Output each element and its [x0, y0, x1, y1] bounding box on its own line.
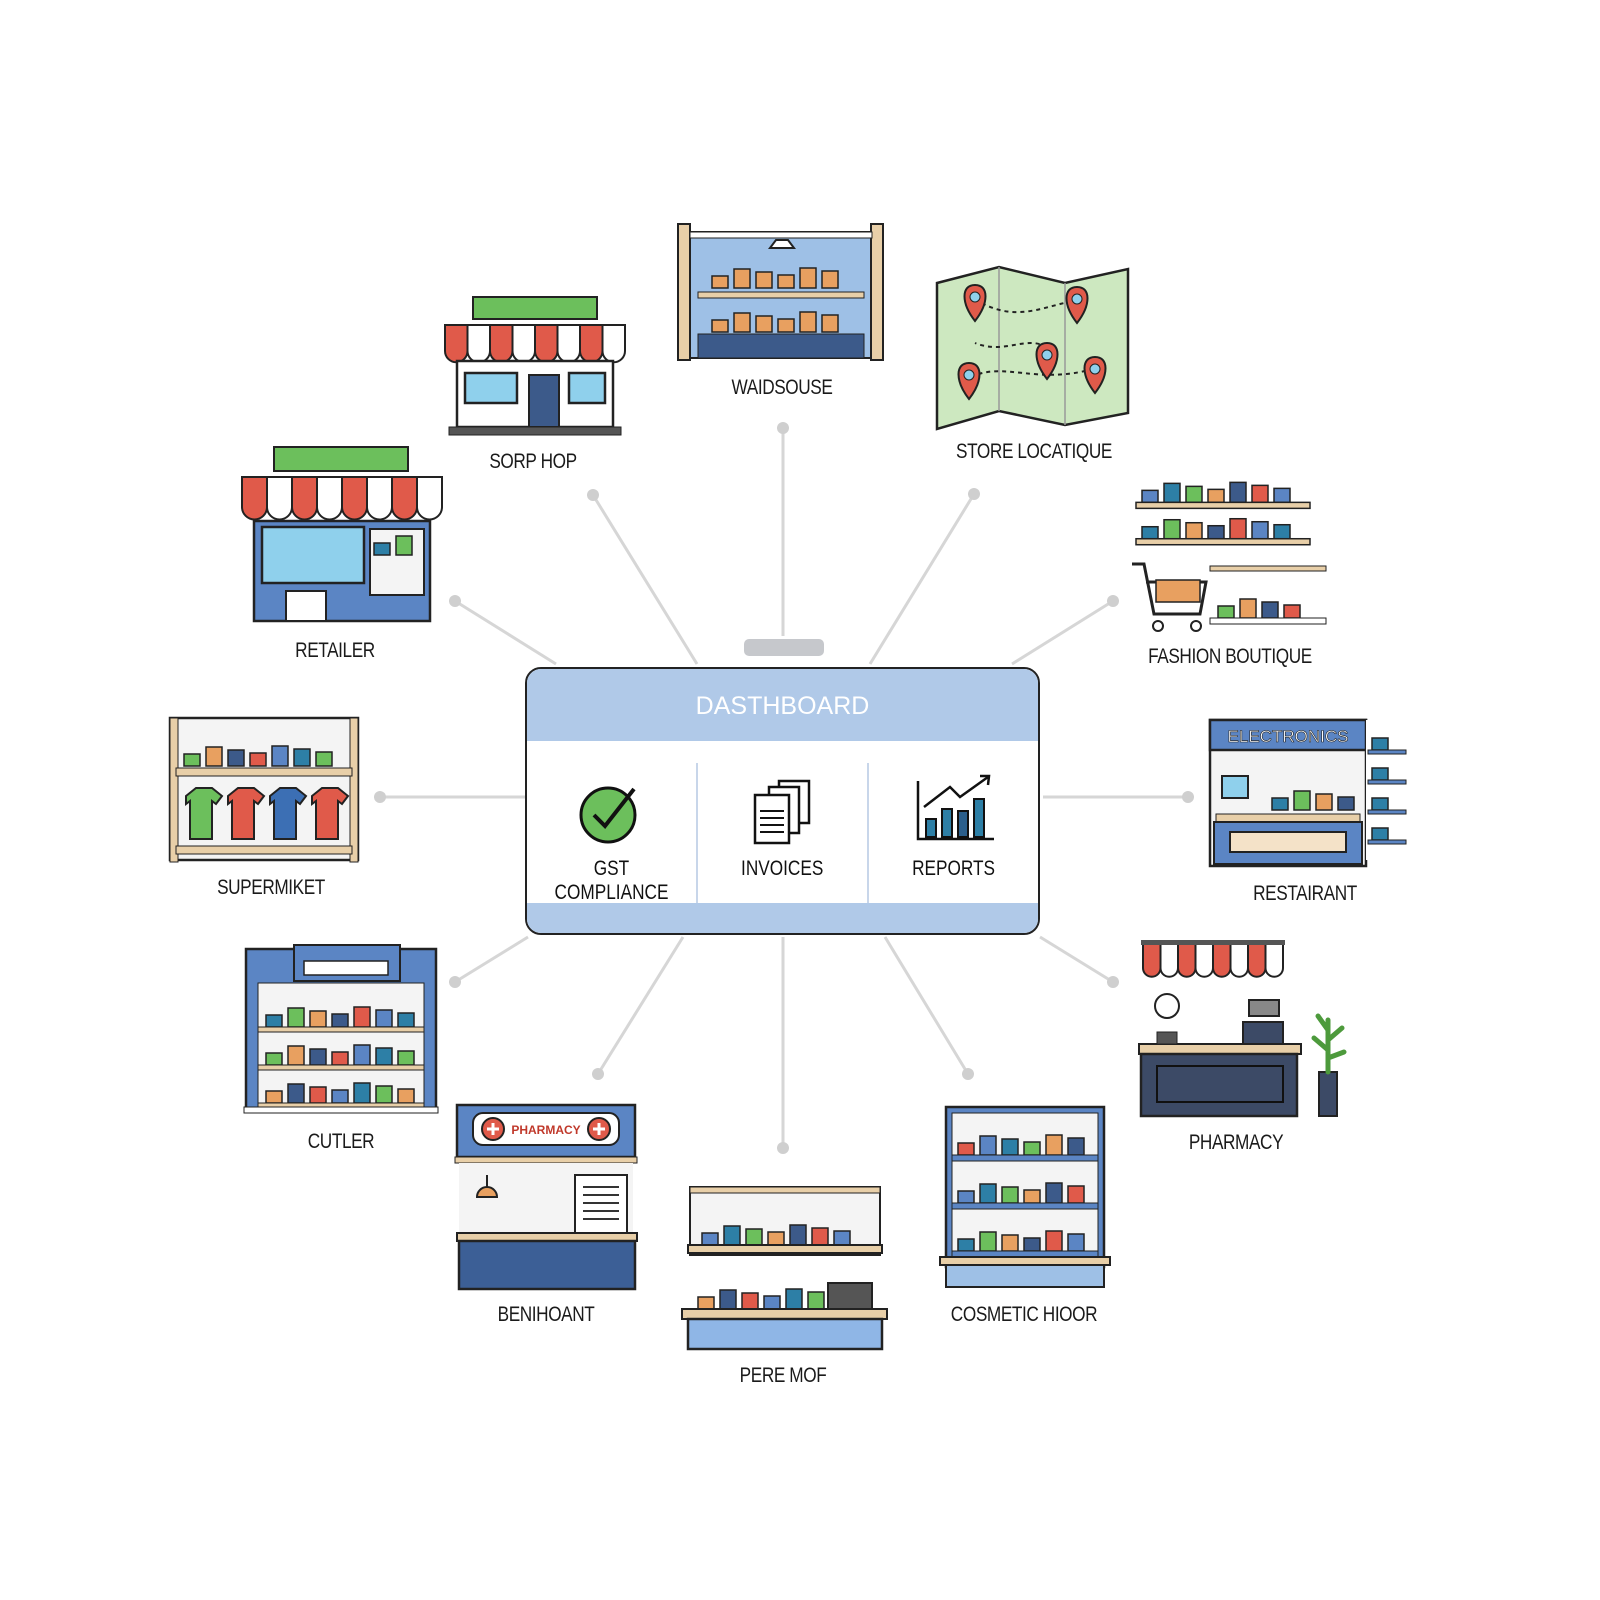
connector-dot — [777, 1142, 789, 1154]
connector-dot — [777, 422, 789, 434]
connector-dot — [968, 488, 980, 500]
shelves-cart-icon — [1132, 481, 1327, 632]
map-pins-icon — [935, 265, 1130, 431]
connector-line — [1011, 599, 1114, 666]
connector-line — [1039, 935, 1114, 984]
store-label: FASHION BOUTIQUE — [1148, 645, 1312, 668]
svg-text:PHARMACY: PHARMACY — [511, 1123, 580, 1137]
documents-icon — [753, 779, 810, 845]
connector-line — [868, 493, 976, 665]
store-label: STORE LOCATIQUE — [956, 440, 1112, 463]
store-label: BENIHOANT — [497, 1303, 595, 1326]
reports-label: REPORTS — [912, 857, 995, 880]
connector-line — [454, 935, 529, 984]
store-label: PHARMACY — [1188, 1131, 1284, 1154]
storefront-icon — [444, 296, 626, 436]
connector-dot — [587, 489, 599, 501]
invoices-item[interactable]: INVOICES — [696, 763, 867, 913]
reports-item[interactable]: REPORTS — [867, 763, 1038, 913]
connector-line — [591, 494, 699, 665]
store-label: RETAILER — [295, 639, 375, 662]
connector-dot — [592, 1068, 604, 1080]
store-label: COSMETIC HIOOR — [950, 1303, 1098, 1326]
connector-dot — [1107, 976, 1119, 988]
dashboard-footer-bar — [527, 903, 1038, 933]
checkout-counter-icon — [681, 1186, 888, 1351]
connector-dot — [962, 1068, 974, 1080]
store-label: WAIDSOUSE — [731, 376, 833, 399]
retail-store-icon — [241, 446, 443, 623]
connector-dot — [374, 791, 386, 803]
bar-chart-icon — [916, 774, 994, 841]
electronics-kiosk-icon: ELECTRONICS — [1208, 718, 1407, 868]
connector-dot — [1182, 791, 1194, 803]
store-label: CUTLER — [307, 1130, 375, 1153]
store-label: SORP HOP — [489, 450, 577, 473]
check-circle-icon — [579, 786, 636, 844]
store-label: PERE MOF — [739, 1364, 827, 1387]
cosmetic-shelves-icon — [939, 1105, 1111, 1288]
gst-compliance-item[interactable]: GST COMPLIANCE — [527, 763, 696, 913]
pharmacy-counter-icon: PHARMACY — [454, 1103, 638, 1291]
connector-dot — [449, 595, 461, 607]
cabinet-shelves-icon — [243, 944, 439, 1114]
counter-awning-icon — [1138, 940, 1347, 1118]
clothing-shelves-icon — [168, 716, 360, 863]
connector-dot — [449, 976, 461, 988]
store-label: SUPERMIKET — [217, 876, 325, 899]
gst-compliance-label: GST COMPLIANCE — [554, 857, 669, 904]
dashboard-title: DASTHBOARD — [527, 669, 1038, 741]
connector-dot — [1107, 595, 1119, 607]
invoices-label: INVOICES — [741, 857, 824, 880]
warehouse-icon — [677, 223, 884, 361]
store-label: RESTAIRANT — [1253, 882, 1357, 905]
connector-line — [596, 936, 685, 1075]
svg-text:ELECTRONICS: ELECTRONICS — [1228, 727, 1349, 746]
dashboard-card[interactable]: DASTHBOARD GST COMPLIANCE INVOICES — [525, 667, 1040, 935]
dashboard-handle — [744, 639, 824, 656]
connector-line — [454, 599, 557, 666]
connector-line — [883, 936, 970, 1075]
